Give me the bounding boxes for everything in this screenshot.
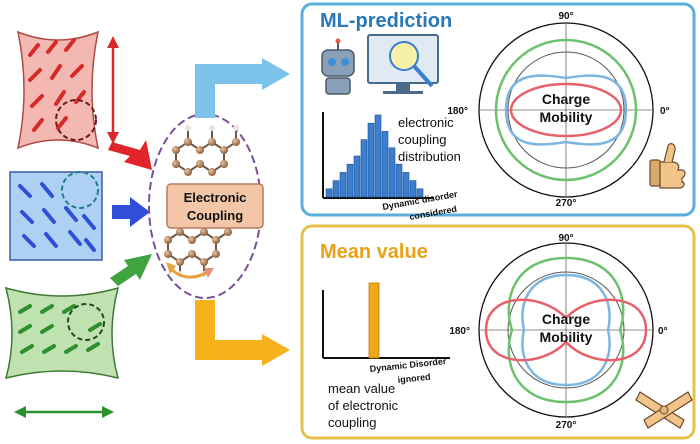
ml-label-270: 270° (556, 198, 577, 209)
mean-polar-plot: 90° 270° 180° 0° Charge Mobility (449, 233, 667, 431)
mean-value-panel: Mean value Dynamic Disorder ignored mean… (300, 224, 696, 440)
coupling-label-line2: Coupling (187, 208, 243, 223)
ml-center-line2: Mobility (540, 109, 593, 125)
mean-red-curve (484, 298, 648, 362)
ml-caption-line1: electronic (398, 115, 454, 130)
red-dimer-circle (55, 99, 97, 141)
histogram-bar (381, 131, 389, 198)
thumbs-up-icon (649, 143, 686, 189)
ml-label-180: 180° (447, 106, 468, 117)
red-molecule-bars (28, 38, 86, 132)
histogram-bar (360, 139, 368, 198)
mean-center-line2: Mobility (540, 329, 593, 345)
histogram-bar (353, 155, 361, 198)
ml-blue-curve (504, 74, 628, 146)
robot-head (321, 49, 355, 77)
blue-lattice (9, 171, 103, 261)
mean-panel-title: Mean value (320, 241, 428, 263)
mean-value-bar (368, 282, 380, 359)
ml-label-0: 0° (660, 106, 670, 117)
green-strain-arrow (14, 406, 114, 418)
blue-molecule-bars (18, 182, 96, 252)
mean-label-90: 90° (558, 233, 573, 244)
mean-caption-line3: coupling (328, 415, 376, 430)
blue-dimer-circle (61, 171, 99, 209)
vibration-arrow (168, 266, 209, 279)
histogram-bar (402, 172, 410, 198)
center-dimer: Electronic Coupling (148, 113, 264, 299)
green-lattice (4, 286, 120, 418)
robot-body (325, 77, 351, 95)
ml-red-curve (509, 82, 623, 138)
ml-histogram (322, 112, 434, 199)
green-input-arrow (110, 254, 152, 286)
mean-blue-curve (521, 273, 611, 387)
mean-label-180: 180° (449, 326, 470, 337)
coupling-label-box (166, 183, 264, 229)
down-output-arrow (195, 300, 264, 360)
mean-label-270: 270° (556, 420, 577, 431)
lower-atoms (164, 228, 232, 277)
histogram-bar (409, 180, 417, 198)
histogram-bar (395, 163, 403, 198)
blue-input-arrow (112, 197, 150, 227)
histogram-bar (367, 122, 375, 198)
mean-caption-line1: mean value (328, 381, 395, 396)
red-strain-arrow (107, 36, 119, 144)
red-lattice (16, 30, 119, 150)
ml-green-curve (494, 38, 638, 182)
histogram-bar (346, 163, 354, 198)
histogram-bar (325, 188, 333, 198)
ml-panel-title: ML-prediction (320, 10, 452, 32)
ml-caption-line2: coupling (398, 132, 446, 147)
crossed-hands-icon (635, 391, 693, 429)
ml-prediction-panel: ML-prediction Dynamic disorder considere… (300, 2, 696, 222)
mean-axis-label-line2: ignored (397, 372, 431, 385)
green-molecule-bars (18, 304, 102, 354)
histogram-bar (374, 114, 382, 198)
mean-label-0: 0° (658, 326, 668, 337)
histogram-bar (416, 188, 424, 198)
green-dimer-circle (67, 303, 105, 341)
ml-caption-line3: distribution (398, 149, 461, 164)
ml-polar-plot: 90° 270° 180° 0° Charge Mobility (447, 11, 669, 209)
ml-label-90: 90° (558, 11, 573, 22)
red-input-arrow (108, 140, 152, 170)
mean-caption-line2: of electronic (328, 398, 399, 413)
histogram-bar (388, 147, 396, 198)
histogram-bar (339, 172, 347, 198)
ml-center-line1: Charge (542, 91, 590, 107)
coupling-label-line1: Electronic (184, 190, 247, 205)
robot-monitor-icon (321, 34, 439, 95)
up-output-arrow (195, 64, 264, 118)
mean-center-line1: Charge (542, 311, 590, 327)
mean-panel-border (300, 224, 696, 440)
histogram-bar (332, 180, 340, 198)
upper-atoms (172, 125, 240, 176)
